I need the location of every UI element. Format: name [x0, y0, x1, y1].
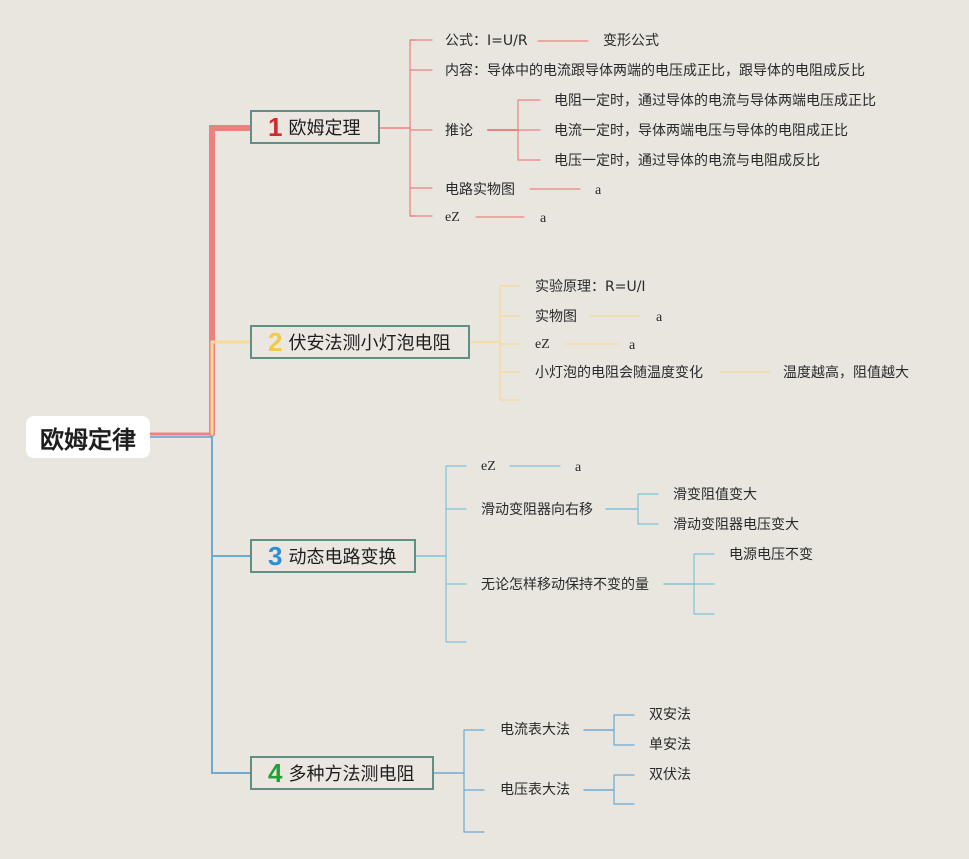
- va-photo-sub[interactable]: a: [656, 310, 663, 325]
- ohm-inference-1[interactable]: 电阻一定时，通过导体的电流与导体两端电压成正比: [554, 93, 876, 109]
- va-photo[interactable]: 实物图: [535, 309, 577, 325]
- dyn-constant[interactable]: 无论怎样移动保持不变的量: [481, 577, 649, 593]
- ohm-ez[interactable]: eZ: [445, 210, 460, 225]
- dyn-slider-2[interactable]: 滑动变阻器电压变大: [673, 517, 799, 533]
- branch-2-label: 伏安法测小灯泡电阻: [288, 333, 451, 354]
- va-ez[interactable]: eZ: [535, 337, 550, 352]
- branch-4-node[interactable]: 4 多种方法测电阻: [250, 756, 434, 790]
- ohm-content[interactable]: 内容：导体中的电流跟导体两端的电压成正比，跟导体的电阻成反比: [445, 63, 865, 79]
- branch-2-number: 2: [268, 327, 283, 357]
- multi-voltmeter[interactable]: 电压表大法: [500, 782, 570, 798]
- branch-3-number: 3: [268, 541, 283, 571]
- dyn-slider[interactable]: 滑动变阻器向右移: [481, 502, 593, 518]
- ohm-circuit-sub[interactable]: a: [595, 183, 602, 198]
- dyn-slider-1[interactable]: 滑变阻值变大: [673, 487, 757, 503]
- va-ez-sub[interactable]: a: [629, 338, 636, 353]
- branch-2-node[interactable]: 2 伏安法测小灯泡电阻: [250, 325, 470, 359]
- branch-1-number: 1: [268, 112, 283, 142]
- ohm-formula[interactable]: 公式：I=U/R: [445, 33, 528, 49]
- ohm-inference-3[interactable]: 电压一定时，通过导体的电流与电阻成反比: [554, 153, 820, 169]
- branch-4-label: 多种方法测电阻: [288, 764, 415, 785]
- root-node[interactable]: 欧姆定律: [26, 416, 150, 458]
- branch-3-node[interactable]: 3 动态电路变换: [250, 539, 416, 573]
- va-bulb[interactable]: 小灯泡的电阻会随温度变化: [535, 365, 703, 381]
- multi-voltmeter-1[interactable]: 双伏法: [649, 767, 691, 783]
- multi-ammeter-2[interactable]: 单安法: [649, 737, 691, 753]
- va-bulb-sub[interactable]: 温度越高，阻值越大: [783, 365, 909, 381]
- branch-4-number: 4: [268, 758, 283, 788]
- dyn-ez-sub[interactable]: a: [575, 460, 582, 475]
- branch-1-node[interactable]: 1 欧姆定理: [250, 110, 380, 144]
- ohm-inference[interactable]: 推论: [445, 123, 473, 139]
- va-principle[interactable]: 实验原理：R=U/I: [535, 279, 646, 295]
- ohm-inference-2[interactable]: 电流一定时，导体两端电压与导体的电阻成正比: [554, 123, 848, 139]
- dyn-ez[interactable]: eZ: [481, 459, 496, 474]
- multi-ammeter-1[interactable]: 双安法: [649, 707, 691, 723]
- branch-1-label: 欧姆定理: [288, 118, 361, 139]
- ohm-ez-sub[interactable]: a: [540, 211, 547, 226]
- branch-3-label: 动态电路变换: [288, 547, 397, 568]
- multi-ammeter[interactable]: 电流表大法: [500, 722, 570, 738]
- root-label: 欧姆定律: [40, 425, 136, 454]
- dyn-constant-1[interactable]: 电源电压不变: [729, 547, 813, 563]
- ohm-formula-variant[interactable]: 变形公式: [603, 33, 659, 49]
- ohm-circuit[interactable]: 电路实物图: [445, 182, 515, 198]
